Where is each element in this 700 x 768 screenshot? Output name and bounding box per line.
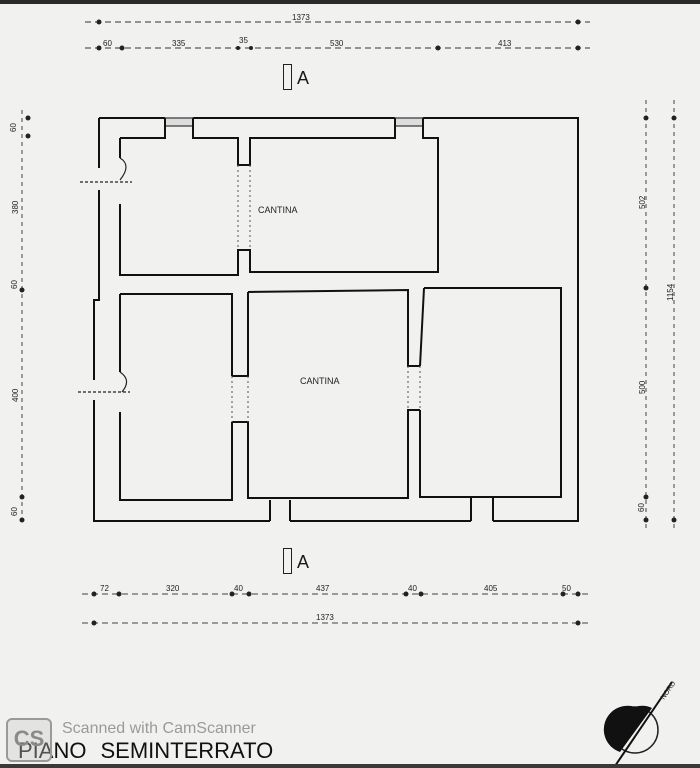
left-dim-1: 60 <box>9 123 18 132</box>
lower-door <box>78 371 130 393</box>
left-dim-4: 400 <box>11 388 20 402</box>
bottom-dim-2: 320 <box>166 584 180 593</box>
bottom-border-line <box>0 764 700 768</box>
camscanner-logo-icon: CS <box>6 718 52 762</box>
right-dim-2: 500 <box>638 380 647 394</box>
top-dimension-lines <box>85 21 590 49</box>
section-label-top: A <box>297 68 310 88</box>
right-dim-3: 60 <box>637 503 646 512</box>
left-dim-5: 60 <box>10 507 19 516</box>
title-word-seminterrato: SEMINTERRATO <box>100 738 274 763</box>
room-label-cantina-lower: CANTINA <box>300 376 340 386</box>
bottom-dim-6: 405 <box>484 584 498 593</box>
top-border-line <box>0 0 700 4</box>
inner-walls-upper <box>119 118 439 276</box>
top-dim-2: 335 <box>172 39 186 48</box>
drawing-title: PIANO SEMINTERRATO <box>18 738 287 764</box>
top-dim-5: 413 <box>498 39 512 48</box>
left-dim-2: 380 <box>11 200 20 214</box>
top-dimension-ticks <box>96 19 581 51</box>
left-dimension-ticks <box>19 115 31 523</box>
title-word-piano: PIANO <box>18 738 87 763</box>
top-dim-4: 530 <box>330 39 344 48</box>
top-total-dim: 1373 <box>292 13 310 22</box>
inner-walls-lower <box>119 287 562 521</box>
outer-walls <box>93 117 579 522</box>
bottom-total-dim: 1373 <box>316 613 334 622</box>
lower-passages <box>231 366 421 422</box>
bottom-dimension-ticks <box>91 591 581 626</box>
top-dim-1: 60 <box>103 39 112 48</box>
north-arrow-icon: NORD <box>603 680 678 767</box>
bottom-dim-5: 40 <box>408 584 417 593</box>
left-dim-3: 60 <box>10 280 19 289</box>
right-dimension-lines <box>645 100 675 530</box>
right-total-dim: 1154 <box>666 283 675 301</box>
section-bar-icon <box>283 548 292 574</box>
north-label: NORD <box>660 680 678 701</box>
bottom-dim-7: 50 <box>562 584 571 593</box>
bottom-dim-3: 40 <box>234 584 243 593</box>
top-windows <box>164 117 424 127</box>
bottom-dimension-lines <box>82 593 590 624</box>
top-dim-3: 35 <box>239 36 248 45</box>
scanner-watermark-text: Scanned with CamScanner <box>62 720 256 737</box>
bottom-dim-1: 72 <box>100 584 109 593</box>
room-label-cantina-upper: CANTINA <box>258 205 298 215</box>
right-dimension-ticks <box>643 115 677 523</box>
bottom-dim-4: 437 <box>316 584 330 593</box>
upper-passage <box>237 165 251 250</box>
upper-door <box>80 157 132 183</box>
right-dim-1: 502 <box>638 195 647 209</box>
section-bar-icon <box>283 64 292 90</box>
section-label-bottom: A <box>297 552 310 572</box>
